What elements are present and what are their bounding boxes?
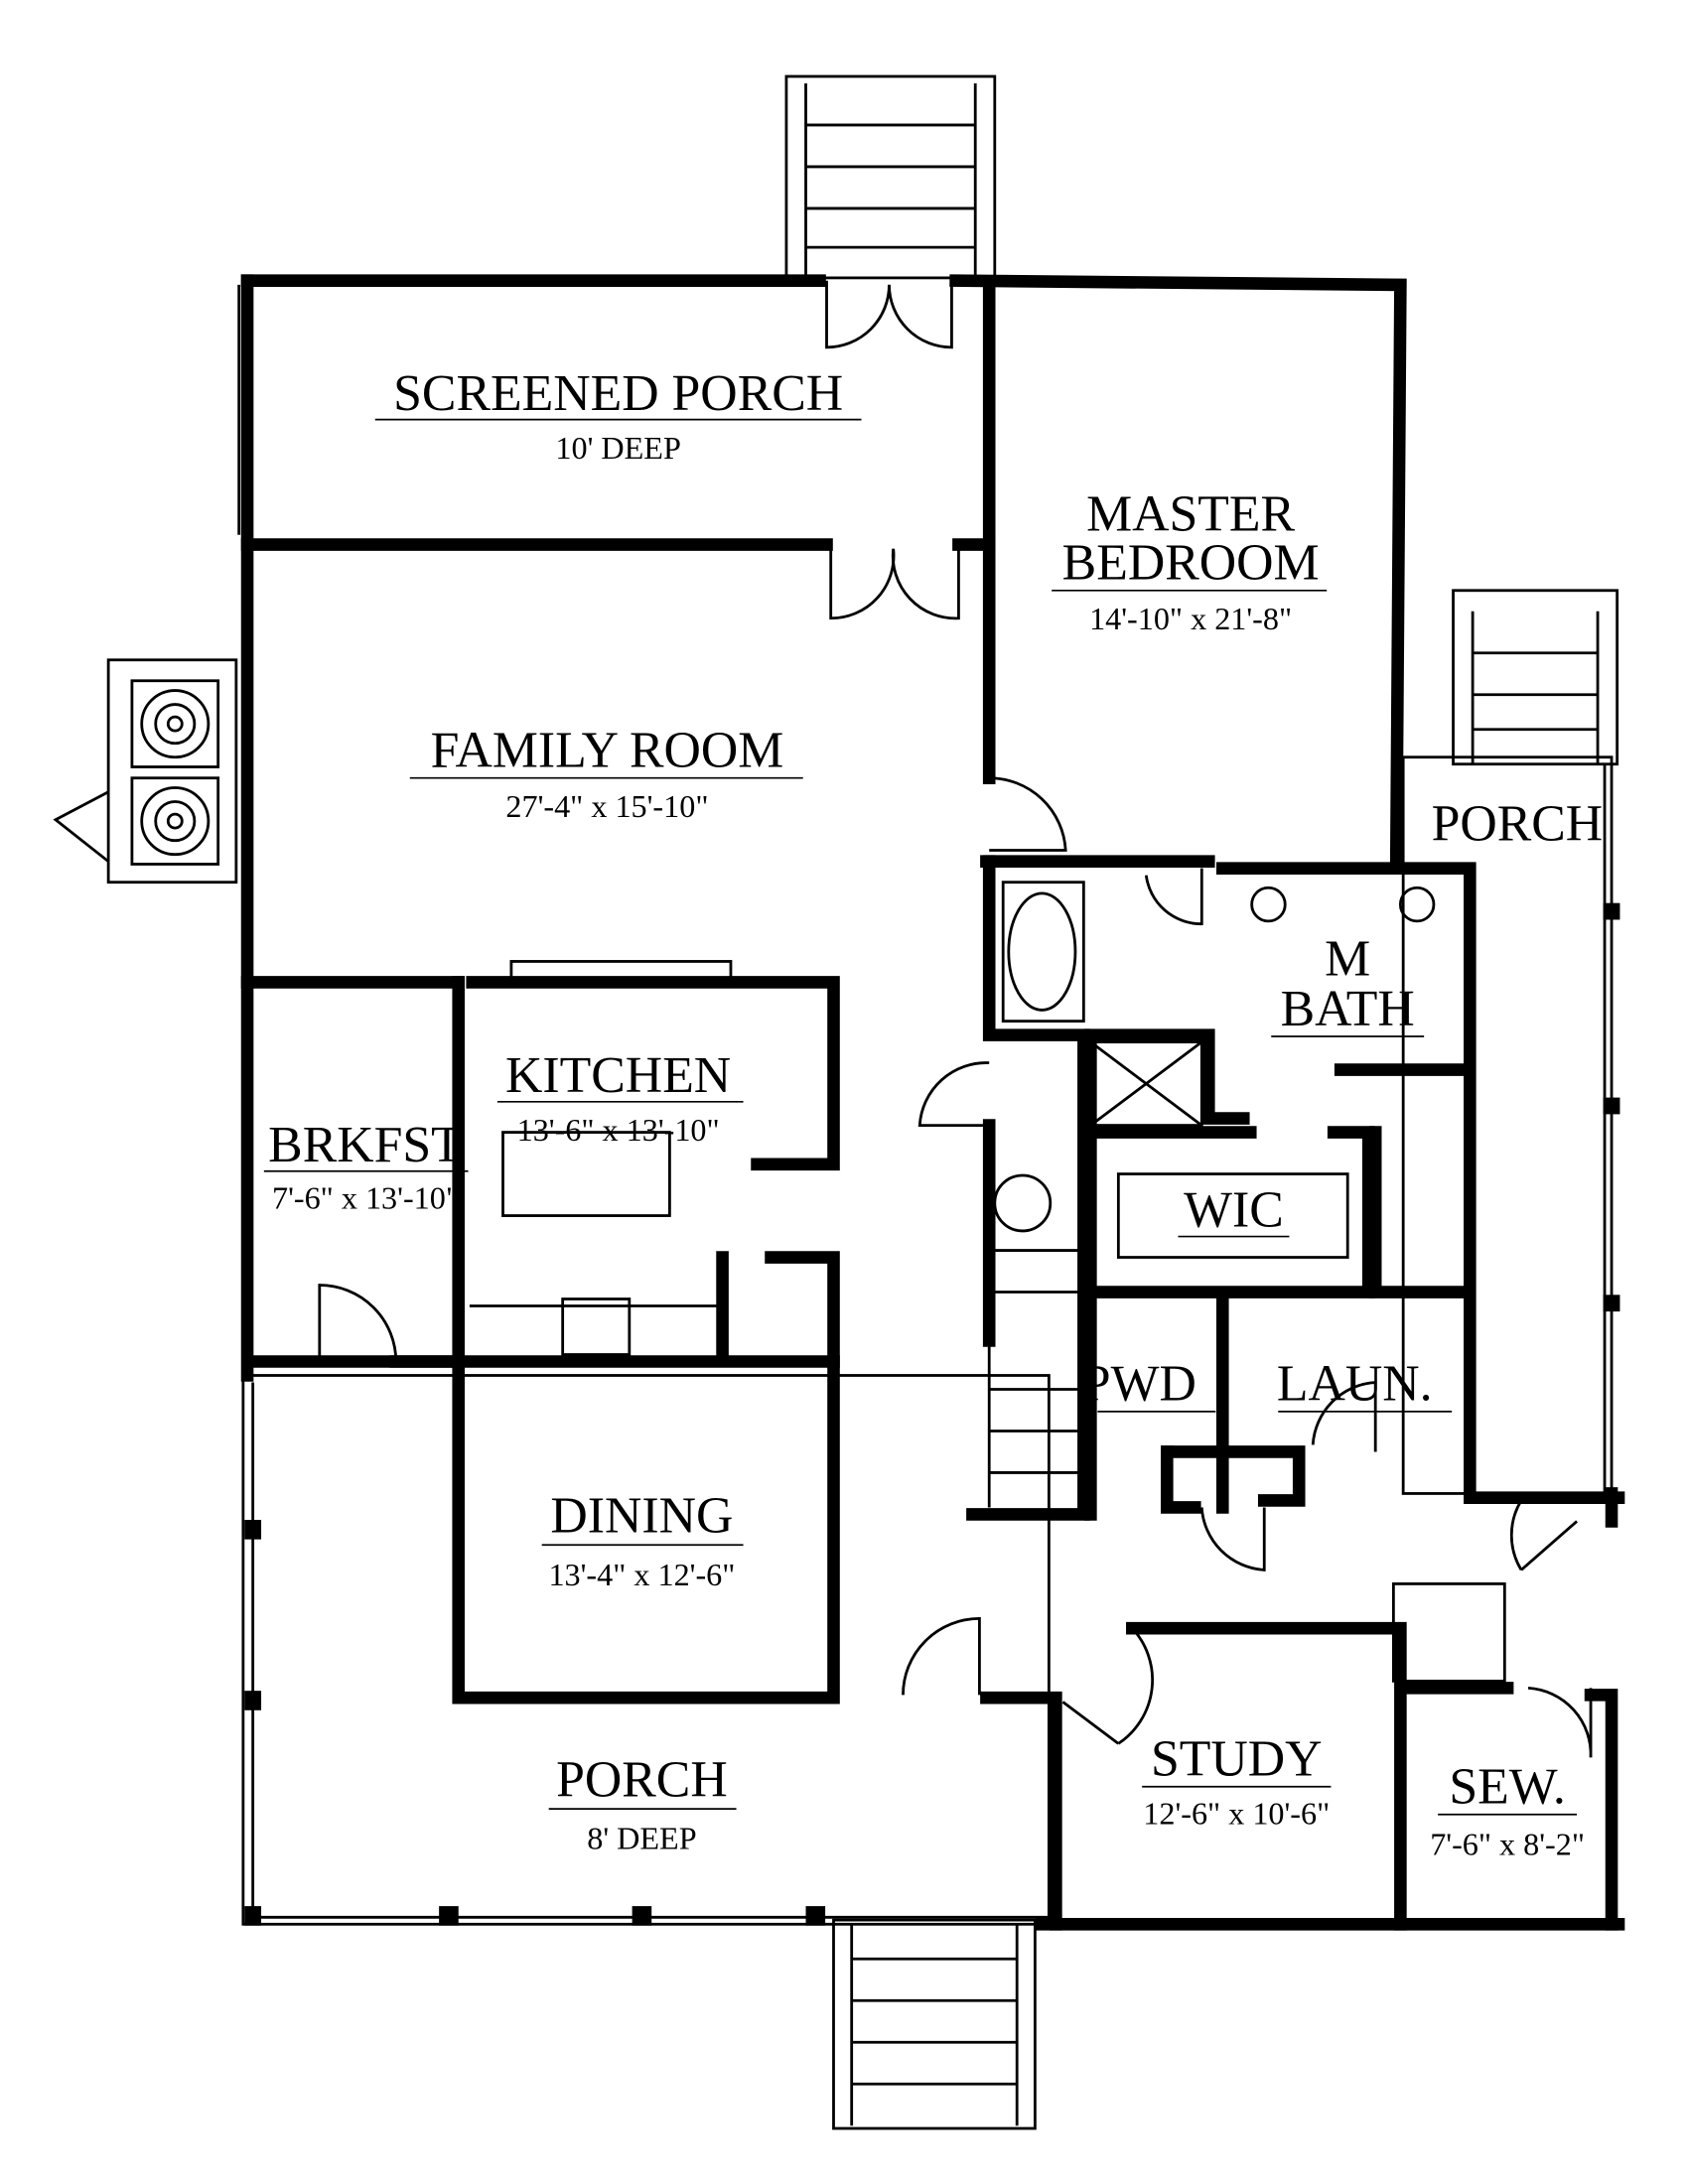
room-wic: WIC <box>1178 1182 1290 1239</box>
room-name: DINING <box>550 1488 733 1545</box>
door-swings <box>318 280 1593 1758</box>
room-dims: 13'-4" x 12'-6" <box>548 1557 735 1592</box>
thin-lines <box>237 284 1614 1926</box>
room-dims: 10' DEEP <box>555 430 680 466</box>
room-breakfast: BRKFST 7'-6" x 13'-10" <box>263 1117 469 1216</box>
ac-units <box>53 658 238 885</box>
room-name: LAUN. <box>1277 1356 1433 1413</box>
room-name: PORCH <box>556 1752 728 1809</box>
room-name: KITCHEN <box>505 1047 731 1104</box>
room-name: FAMILY ROOM <box>431 723 784 779</box>
side-stairs <box>1452 589 1619 766</box>
room-dims: 8' DEEP <box>587 1821 696 1856</box>
room-screened-porch: SCREENED PORCH 10' DEEP <box>374 365 862 466</box>
room-dining: DINING 13'-4" x 12'-6" <box>541 1488 744 1592</box>
room-name: M <box>1325 930 1370 987</box>
room-name: PORCH <box>1432 796 1604 853</box>
walls <box>240 274 1625 1931</box>
room-name: BEDROOM <box>1062 535 1320 592</box>
room-name: BATH <box>1281 981 1415 1037</box>
room-name: STUDY <box>1151 1731 1323 1788</box>
room-side-porch: PORCH <box>1432 796 1604 853</box>
room-name: WIC <box>1184 1182 1284 1239</box>
room-name: SCREENED PORCH <box>393 365 843 422</box>
room-laundry: LAUN. <box>1277 1356 1453 1413</box>
room-master-bath: M BATH <box>1271 930 1425 1037</box>
room-study: STUDY 12'-6" x 10'-6" <box>1142 1731 1332 1832</box>
room-dims: 12'-6" x 10'-6" <box>1143 1796 1330 1832</box>
front-stairs <box>832 1918 1037 2130</box>
room-dims: 14'-10" x 21'-8" <box>1089 601 1292 636</box>
room-master-bedroom: MASTER BEDROOM 14'-10" x 21'-8" <box>1052 486 1328 636</box>
room-name: SEW. <box>1449 1759 1565 1816</box>
room-dims: 27'-4" x 15'-10" <box>505 788 708 824</box>
porch-posts <box>244 902 1620 1926</box>
room-sewing: SEW. 7'-6" x 8'-2" <box>1430 1759 1585 1862</box>
room-dims: 13'-6" x 13'-10" <box>517 1112 720 1148</box>
room-kitchen: KITCHEN 13'-6" x 13'-10" <box>496 1047 744 1148</box>
room-powder: PWD <box>1082 1356 1216 1413</box>
room-name: BRKFST <box>268 1117 463 1173</box>
room-name: MASTER <box>1086 486 1295 543</box>
room-family-room: FAMILY ROOM 27'-4" x 15'-10" <box>409 723 803 824</box>
rear-stairs <box>784 74 997 280</box>
room-name: PWD <box>1082 1356 1196 1413</box>
room-dims: 7'-6" x 13'-10" <box>272 1180 459 1216</box>
room-front-porch: PORCH 8' DEEP <box>548 1752 737 1856</box>
room-dims: 7'-6" x 8'-2" <box>1430 1826 1585 1861</box>
